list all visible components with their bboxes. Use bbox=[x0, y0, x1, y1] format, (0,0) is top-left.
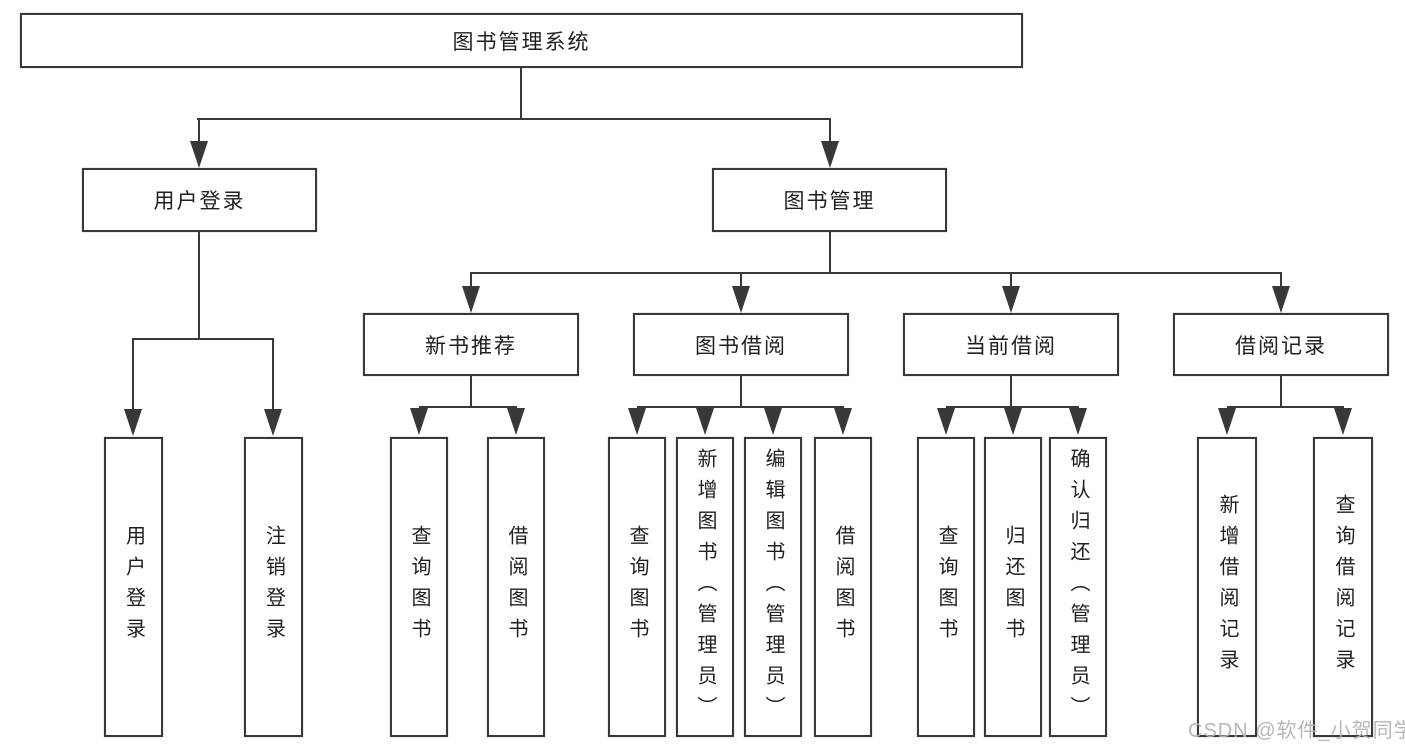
arrowhead bbox=[628, 408, 646, 435]
leaf-add-borrow-record: 新增借阅记录 bbox=[1197, 437, 1257, 737]
arrowhead bbox=[462, 286, 480, 313]
node-root-label: 图书管理系统 bbox=[452, 30, 591, 54]
node-borrow-record-label: 借阅记录 bbox=[1235, 334, 1327, 358]
leaf-query-books-borrow-label: 查询图书 bbox=[626, 525, 648, 649]
arrowhead bbox=[507, 408, 525, 435]
watermark-text: CSDN @软件_小贺同学 bbox=[1188, 720, 1405, 742]
node-borrow-record: 借阅记录 bbox=[1173, 313, 1389, 376]
arrowhead bbox=[1004, 408, 1022, 435]
leaf-user-login: 用户登录 bbox=[104, 437, 163, 737]
connector-line bbox=[829, 232, 831, 272]
node-book-borrow: 图书借阅 bbox=[633, 313, 849, 376]
node-user-login-label: 用户登录 bbox=[153, 190, 246, 213]
leaf-edit-books-admin: 编辑图书（管理员） bbox=[744, 437, 802, 737]
arrowhead bbox=[124, 409, 142, 436]
connector-line bbox=[470, 376, 472, 406]
leaf-confirm-return-admin: 确认归还（管理员） bbox=[1049, 437, 1107, 737]
arrowhead bbox=[1218, 408, 1236, 435]
leaf-query-books-borrow: 查询图书 bbox=[608, 437, 666, 737]
leaf-add-books-admin: 新增图书（管理员） bbox=[676, 437, 734, 737]
node-book-borrow-label: 图书借阅 bbox=[695, 334, 787, 358]
leaf-add-borrow-record-label: 新增借阅记录 bbox=[1216, 494, 1238, 680]
connector-line bbox=[470, 272, 472, 286]
arrowhead bbox=[1272, 286, 1290, 313]
node-new-book-recommend: 新书推荐 bbox=[363, 313, 579, 376]
arrowhead bbox=[696, 408, 714, 435]
leaf-query-borrow-record: 查询借阅记录 bbox=[1313, 437, 1373, 737]
arrowhead bbox=[410, 408, 428, 435]
leaf-return-books-label: 归还图书 bbox=[1002, 525, 1024, 649]
connector-line bbox=[132, 338, 134, 409]
leaf-query-books-recommend-label: 查询图书 bbox=[408, 525, 430, 649]
leaf-return-books: 归还图书 bbox=[984, 437, 1042, 737]
leaf-borrow-books-recommend: 借阅图书 bbox=[487, 437, 545, 737]
node-user-login: 用户登录 bbox=[82, 168, 317, 232]
connector-line bbox=[272, 338, 274, 409]
connector-line bbox=[1010, 376, 1012, 406]
connector-line bbox=[198, 118, 200, 143]
connector-line bbox=[1280, 376, 1282, 406]
connector-line bbox=[132, 338, 274, 340]
connector-line bbox=[197, 118, 831, 120]
connector-line bbox=[740, 376, 742, 406]
connector-line bbox=[1280, 272, 1282, 286]
leaf-borrow-books: 借阅图书 bbox=[814, 437, 872, 737]
connector-line bbox=[520, 68, 522, 118]
connector-line bbox=[198, 232, 200, 338]
arrowhead bbox=[732, 286, 750, 313]
node-root: 图书管理系统 bbox=[20, 13, 1023, 68]
connector-line bbox=[1010, 272, 1012, 286]
arrowhead bbox=[821, 141, 839, 168]
leaf-confirm-return-admin-label: 确认归还（管理员） bbox=[1067, 447, 1089, 727]
node-book-management-label: 图书管理 bbox=[783, 190, 876, 213]
arrowhead bbox=[1002, 286, 1020, 313]
node-new-book-recommend-label: 新书推荐 bbox=[425, 334, 517, 358]
leaf-logout-label: 注销登录 bbox=[262, 525, 285, 649]
node-current-borrow: 当前借阅 bbox=[903, 313, 1119, 376]
leaf-logout: 注销登录 bbox=[244, 437, 303, 737]
leaf-query-books-current-label: 查询图书 bbox=[935, 525, 957, 649]
connector-line bbox=[637, 406, 844, 408]
arrowhead bbox=[937, 408, 955, 435]
leaf-query-books-recommend: 查询图书 bbox=[390, 437, 448, 737]
connector-line bbox=[1227, 406, 1344, 408]
leaf-borrow-books-recommend-label: 借阅图书 bbox=[505, 525, 527, 649]
leaf-user-login-label: 用户登录 bbox=[122, 525, 145, 649]
arrowhead bbox=[264, 409, 282, 436]
node-book-management: 图书管理 bbox=[712, 168, 947, 232]
arrowhead bbox=[834, 408, 852, 435]
connector-line bbox=[419, 406, 517, 408]
connector-line bbox=[946, 406, 1079, 408]
arrowhead bbox=[1334, 408, 1352, 435]
leaf-add-books-admin-label: 新增图书（管理员） bbox=[694, 447, 716, 727]
connector-line bbox=[829, 118, 831, 143]
node-current-borrow-label: 当前借阅 bbox=[965, 334, 1057, 358]
connector-line bbox=[740, 272, 742, 286]
leaf-edit-books-admin-label: 编辑图书（管理员） bbox=[762, 447, 784, 727]
leaf-borrow-books-label: 借阅图书 bbox=[832, 525, 854, 649]
arrowhead bbox=[190, 141, 208, 168]
leaf-query-books-current: 查询图书 bbox=[917, 437, 975, 737]
leaf-query-borrow-record-label: 查询借阅记录 bbox=[1332, 494, 1354, 680]
arrowhead bbox=[764, 408, 782, 435]
arrowhead bbox=[1069, 408, 1087, 435]
connector-line bbox=[470, 272, 1282, 274]
